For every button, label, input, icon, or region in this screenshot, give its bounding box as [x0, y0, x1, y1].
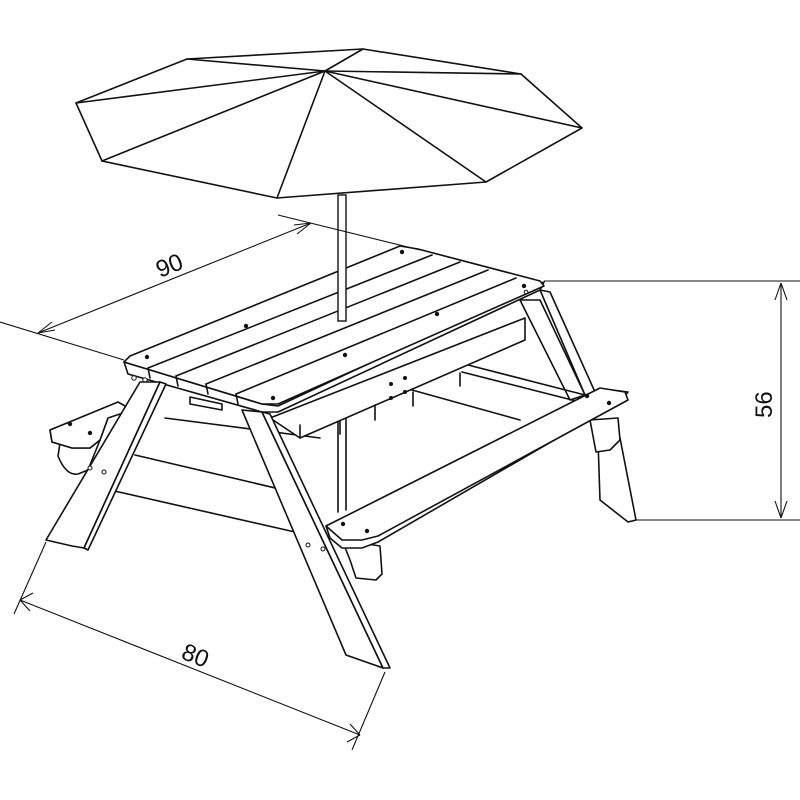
table-top — [123, 245, 545, 425]
dimension-label-width: 80 — [178, 639, 213, 674]
dimension-label-depth: 90 — [152, 249, 187, 284]
dimension-label-height: 56 — [751, 391, 778, 418]
back-left-bench — [49, 401, 133, 475]
umbrella-pole — [337, 194, 347, 322]
front-left-legs — [45, 381, 391, 669]
dimension-height: 56 — [544, 280, 800, 521]
table-apron — [189, 317, 526, 439]
umbrella-canopy — [75, 48, 583, 199]
right-bench — [325, 387, 629, 581]
